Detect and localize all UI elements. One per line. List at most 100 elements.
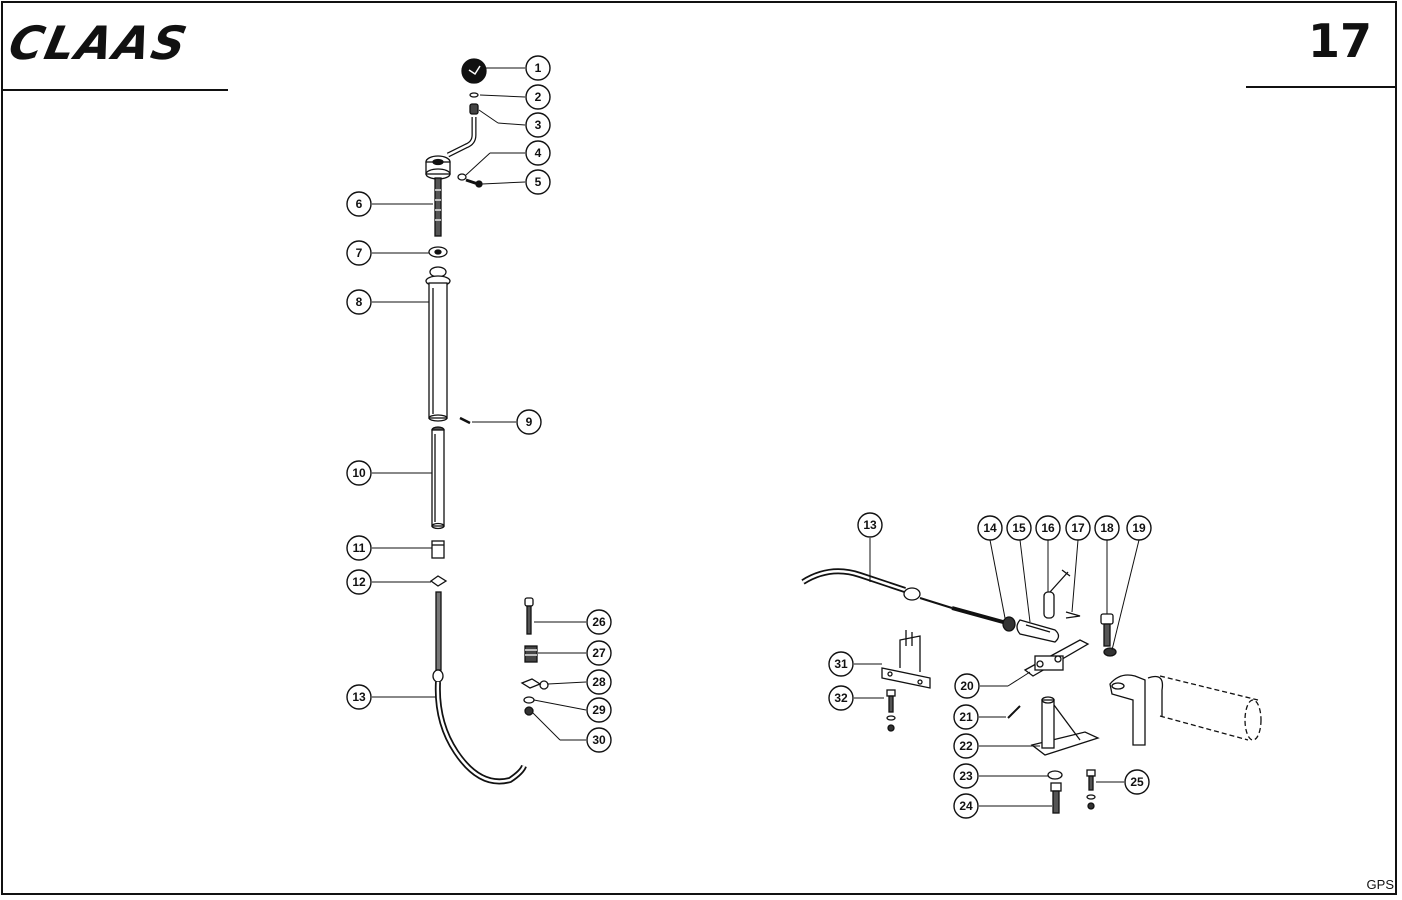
callout-circle xyxy=(525,55,551,81)
callout-label: 22 xyxy=(959,739,973,753)
callout-circle xyxy=(586,697,612,723)
callout-6: 6 xyxy=(346,191,372,217)
callout-9: 9 xyxy=(516,409,542,435)
part-tube-10 xyxy=(431,426,445,530)
callout-circle xyxy=(516,409,542,435)
callout-10: 10 xyxy=(346,460,372,486)
callout-24: 24 xyxy=(953,793,979,819)
callout-label: 26 xyxy=(592,615,606,629)
callout-label: 15 xyxy=(1012,521,1026,535)
callout-23: 23 xyxy=(953,763,979,789)
part-screw-5 xyxy=(465,178,483,188)
callout-8: 8 xyxy=(346,289,372,315)
callout-label: 31 xyxy=(834,657,848,671)
callout-label: 13 xyxy=(863,518,877,532)
part-ring xyxy=(469,92,479,98)
callout-circle xyxy=(1006,515,1032,541)
part-cable-left xyxy=(432,591,527,785)
callout-circle xyxy=(828,651,854,677)
part-clip-28 xyxy=(520,678,549,690)
callout-label: 32 xyxy=(834,691,848,705)
part-washer-23 xyxy=(1047,770,1063,780)
callout-17: 17 xyxy=(1065,515,1091,541)
callout-label: 17 xyxy=(1071,521,1085,535)
part-knob xyxy=(461,58,487,84)
part-cable-right xyxy=(801,568,1004,624)
callout-circle xyxy=(586,640,612,666)
callout-21: 21 xyxy=(953,704,979,730)
callout-circle xyxy=(525,112,551,138)
callout-label: 9 xyxy=(526,415,533,429)
callout-label: 23 xyxy=(959,769,973,783)
callout-circle xyxy=(346,240,372,266)
callout-13-left: 13 xyxy=(346,684,372,710)
part-bracket-31 xyxy=(881,630,931,689)
callout-circle xyxy=(346,684,372,710)
callout-label: 25 xyxy=(1130,775,1144,789)
callout-label: 24 xyxy=(959,799,973,813)
callout-label: 2 xyxy=(535,90,542,104)
part-washer-7 xyxy=(428,246,448,258)
page-number: 17 xyxy=(1307,14,1372,68)
callout-28: 28 xyxy=(586,669,612,695)
callout-label: 20 xyxy=(960,679,974,693)
part-plate-12 xyxy=(429,575,448,587)
callout-label: 19 xyxy=(1132,521,1146,535)
part-clevis-15 xyxy=(1016,619,1060,643)
callout-label: 30 xyxy=(592,733,606,747)
callout-circle xyxy=(954,673,980,699)
callout-circle xyxy=(953,733,979,759)
callout-26: 26 xyxy=(586,609,612,635)
callout-14: 14 xyxy=(977,515,1003,541)
part-bolt-24 xyxy=(1050,782,1062,814)
footer-code: GPS xyxy=(1366,877,1394,892)
callout-label: 11 xyxy=(353,541,366,555)
callout-5: 5 xyxy=(525,169,551,195)
callout-label: 12 xyxy=(352,575,366,589)
callout-7: 7 xyxy=(346,240,372,266)
part-threaded-rod xyxy=(434,177,442,237)
callout-circle xyxy=(953,704,979,730)
callout-circle xyxy=(586,669,612,695)
part-pin-16 xyxy=(1043,569,1071,619)
callout-15: 15 xyxy=(1006,515,1032,541)
callout-circle xyxy=(346,535,372,561)
part-bracket-22 xyxy=(1030,696,1100,756)
callout-16: 16 xyxy=(1035,515,1061,541)
callout-11: 11 xyxy=(346,535,372,561)
callout-circle xyxy=(1094,515,1120,541)
callout-label: 27 xyxy=(592,646,606,660)
part-pin-9 xyxy=(459,416,471,425)
callout-label: 6 xyxy=(356,197,363,211)
callout-label: 21 xyxy=(959,710,973,724)
callout-circle xyxy=(1035,515,1061,541)
callout-circle xyxy=(346,569,372,595)
callout-label: 3 xyxy=(535,118,542,132)
callout-19: 19 xyxy=(1126,515,1152,541)
part-pin-21 xyxy=(1007,705,1021,719)
callout-22: 22 xyxy=(953,733,979,759)
callout-circle xyxy=(1126,515,1152,541)
callout-circle xyxy=(828,685,854,711)
callout-circle xyxy=(953,793,979,819)
callout-label: 13 xyxy=(352,690,366,704)
callout-circle xyxy=(977,515,1003,541)
callout-1: 1 xyxy=(525,55,551,81)
callout-circle xyxy=(1065,515,1091,541)
part-frame-bracket xyxy=(1109,674,1164,746)
callout-27: 27 xyxy=(586,640,612,666)
part-bolt-25 xyxy=(1086,769,1096,810)
callout-circle xyxy=(586,609,612,635)
page-number-underline xyxy=(1246,86,1396,88)
part-spring-27 xyxy=(524,645,538,663)
callout-label: 29 xyxy=(592,703,606,717)
callout-label: 8 xyxy=(356,295,363,309)
callout-label: 16 xyxy=(1041,521,1055,535)
callout-label: 5 xyxy=(535,175,542,189)
brand-underline xyxy=(3,89,228,91)
callout-18: 18 xyxy=(1094,515,1120,541)
part-cotter-17 xyxy=(1065,611,1081,619)
callout-circle xyxy=(525,140,551,166)
